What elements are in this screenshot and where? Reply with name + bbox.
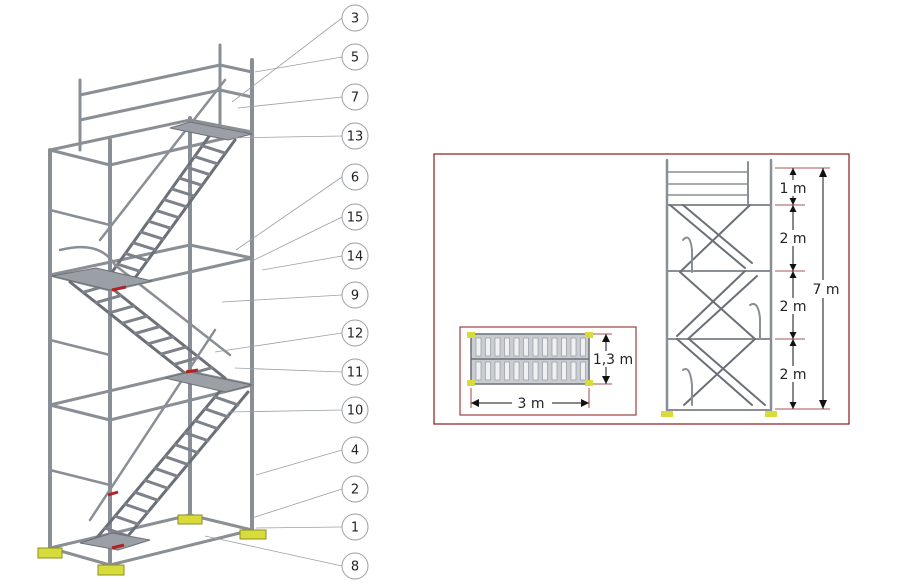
stair-tower-3d-illustration — [37, 43, 267, 576]
callout-label: 3 — [351, 12, 359, 27]
plan-baseplate-tl — [467, 332, 475, 338]
callout-14: 14 — [261, 242, 369, 271]
callout-9: 9 — [221, 281, 369, 309]
level-label-3: 2 m — [780, 299, 807, 315]
red-brace-accents — [107, 285, 199, 550]
landing-platform-top — [169, 121, 253, 141]
callout-2: 2 — [251, 475, 369, 519]
deck-slats — [475, 337, 586, 381]
elevation-baseplate-left — [661, 411, 673, 417]
stair-treads — [81, 144, 240, 538]
callout-12: 12 — [214, 319, 369, 353]
callout-label: 4 — [351, 444, 359, 459]
callout-8: 8 — [204, 535, 369, 580]
callout-label: 8 — [351, 560, 359, 575]
level-reference-lines — [775, 167, 830, 410]
level-label-2: 2 m — [780, 231, 807, 247]
plan-width-label: 3 m — [518, 396, 545, 412]
callout-3: 3 — [231, 4, 369, 103]
elevation-view: 7 m 1 m 2 m 2 m 2 m — [661, 158, 844, 417]
callout-label: 5 — [351, 51, 359, 66]
callout-label: 10 — [347, 404, 364, 419]
callout-label: 14 — [347, 250, 364, 265]
plan-depth-label: 1,3 m — [593, 352, 633, 368]
callout-label: 9 — [351, 289, 359, 304]
stair-handrails — [58, 78, 232, 522]
callout-5: 5 — [254, 43, 369, 73]
elevation-baseplate-right — [765, 411, 777, 417]
callout-label: 11 — [347, 366, 364, 381]
callout-6: 6 — [235, 163, 369, 251]
level-label-1: 1 m — [780, 181, 807, 197]
plan-view: 3 m 1,3 m — [459, 326, 637, 416]
callout-label: 1 — [351, 521, 359, 536]
callout-label: 2 — [351, 483, 359, 498]
landing-platform-base — [79, 532, 151, 551]
plan-baseplate-bl — [467, 380, 475, 386]
callout-15: 15 — [249, 203, 369, 263]
callout-10: 10 — [227, 396, 369, 424]
callout-1: 1 — [255, 513, 369, 541]
callout-label: 13 — [347, 130, 364, 145]
callout-11: 11 — [234, 358, 369, 386]
callout-4: 4 — [255, 436, 369, 476]
callout-13: 13 — [225, 122, 369, 150]
base-plates — [37, 514, 267, 576]
plan-baseplate-tr — [585, 332, 593, 338]
total-height-label: 7 m — [813, 282, 840, 298]
callout-7: 7 — [237, 83, 369, 111]
callout-label: 12 — [347, 327, 364, 342]
landing-platform-lower — [164, 371, 253, 393]
callout-label: 15 — [347, 211, 364, 226]
callout-label: 6 — [351, 171, 359, 186]
part-callouts: 3 5 7 13 6 15 14 9 12 11 10 4 2 1 8 — [204, 4, 369, 580]
callout-label: 7 — [351, 91, 359, 106]
plan-baseplate-br — [585, 380, 593, 386]
landing-platform-mid — [51, 267, 153, 291]
level-label-4: 2 m — [780, 367, 807, 383]
